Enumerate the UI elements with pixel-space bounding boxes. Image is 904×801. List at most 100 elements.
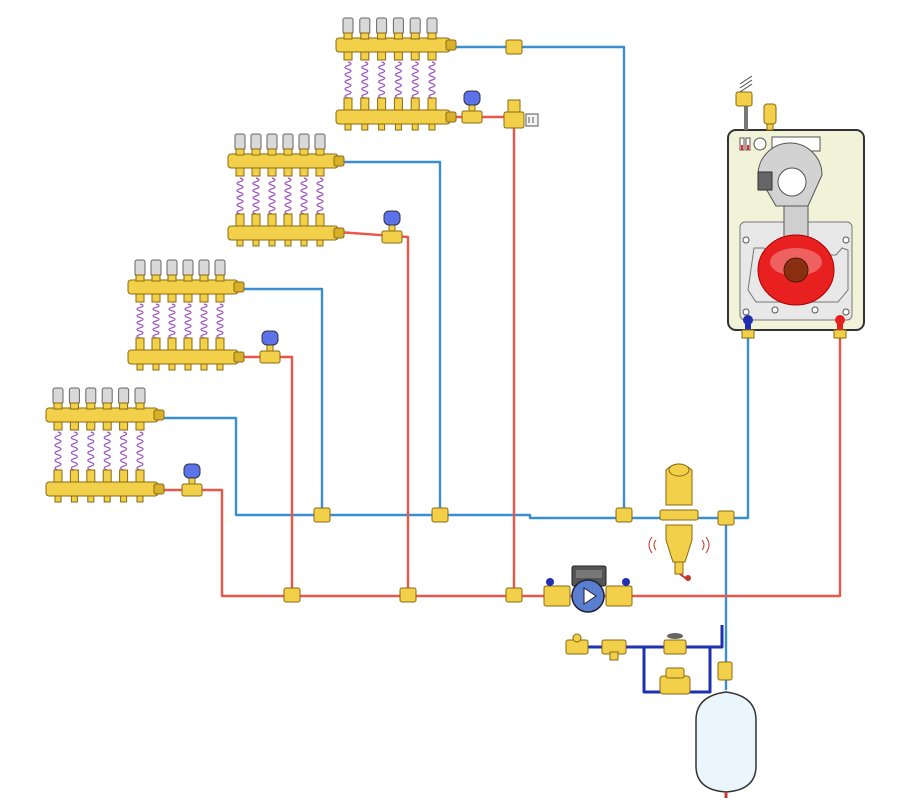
thermostatic-head-icon bbox=[426, 17, 438, 35]
heating-loop-coil bbox=[168, 303, 176, 339]
valve-body bbox=[381, 230, 403, 244]
heating-loop-coil bbox=[268, 177, 276, 215]
thermostatic-head-icon bbox=[298, 133, 310, 151]
header-end-cap bbox=[153, 409, 165, 421]
thermostatic-head-icon bbox=[342, 17, 354, 35]
flow-meter bbox=[344, 123, 352, 131]
thermostatic-head-icon bbox=[376, 17, 388, 35]
burner-motor bbox=[757, 171, 773, 191]
valve-body bbox=[135, 274, 145, 282]
return-pipe-lower-middle bbox=[238, 287, 324, 515]
flow-meter bbox=[120, 495, 128, 503]
return-pipe-upper bbox=[450, 45, 626, 515]
heating-loop-coil bbox=[120, 431, 128, 471]
valve-body bbox=[86, 402, 96, 410]
inlet-fitting bbox=[427, 97, 437, 111]
thermostatic-head-icon bbox=[409, 17, 421, 35]
three-way-mixing-valve bbox=[503, 99, 539, 129]
supply-header-bar bbox=[335, 109, 451, 125]
heating-loop-coil bbox=[103, 431, 111, 471]
header-end-cap bbox=[445, 39, 457, 51]
valve-body bbox=[427, 32, 437, 40]
outlet-fitting bbox=[427, 51, 437, 61]
supply-pipe-lower-middle bbox=[238, 355, 294, 595]
thermostatic-head-icon bbox=[52, 387, 64, 405]
actuator-icon bbox=[261, 330, 279, 346]
flow-meter bbox=[268, 239, 276, 247]
return-header-bar bbox=[227, 153, 339, 169]
valve-body bbox=[251, 148, 261, 156]
inlet-fitting bbox=[69, 469, 79, 483]
heating-loop-coil bbox=[136, 431, 144, 471]
air-vent-icon bbox=[763, 103, 777, 131]
flow-meter bbox=[103, 495, 111, 503]
tee-fitting bbox=[313, 507, 331, 523]
tee-fittings bbox=[283, 39, 735, 603]
inlet-fitting bbox=[410, 97, 420, 111]
thermostatic-head-icon bbox=[134, 259, 146, 277]
valve-body bbox=[259, 350, 281, 364]
valve-stem bbox=[188, 477, 196, 485]
flow-meter bbox=[252, 239, 260, 247]
inlet-fitting bbox=[299, 213, 309, 227]
actuator-icon bbox=[383, 210, 401, 226]
actuator-icon bbox=[183, 463, 201, 479]
outlet-fitting bbox=[343, 51, 353, 61]
thermostatic-head-icon bbox=[282, 133, 294, 151]
valve-body bbox=[461, 110, 483, 124]
inlet-fitting bbox=[283, 213, 293, 227]
thermostatic-head-icon bbox=[266, 133, 278, 151]
inlet-fitting bbox=[183, 337, 193, 351]
outlet-fitting bbox=[102, 421, 112, 431]
zone-valves bbox=[181, 90, 483, 497]
flow-meter bbox=[300, 239, 308, 247]
valve-body bbox=[343, 32, 353, 40]
thermostatic-head-icon bbox=[198, 259, 210, 277]
outlet-fitting bbox=[215, 293, 225, 303]
tee-fitting bbox=[505, 39, 523, 55]
filling-group bbox=[565, 633, 733, 695]
thermostatic-head-icon bbox=[214, 259, 226, 277]
heating-loop-coil bbox=[54, 431, 62, 471]
outlet-fitting bbox=[377, 51, 387, 61]
outlet-fitting bbox=[410, 51, 420, 61]
valve-body bbox=[235, 148, 245, 156]
outlet-fitting bbox=[135, 421, 145, 431]
flow-meter bbox=[378, 123, 386, 131]
flow-meter bbox=[184, 363, 192, 371]
valve-body bbox=[151, 274, 161, 282]
boiler bbox=[727, 75, 865, 339]
inlet-fitting bbox=[215, 337, 225, 351]
valve-body bbox=[181, 483, 203, 497]
flow-meter bbox=[200, 363, 208, 371]
thermostatic-head-icon bbox=[250, 133, 262, 151]
valve-body bbox=[315, 148, 325, 156]
flow-meter bbox=[70, 495, 78, 503]
thermostatic-head-icon bbox=[134, 387, 146, 405]
valve-body bbox=[183, 274, 193, 282]
inlet-fitting bbox=[393, 97, 403, 111]
heating-loop-coil bbox=[428, 61, 436, 99]
tee-fitting bbox=[717, 510, 735, 526]
flow-meter bbox=[411, 123, 419, 131]
return-pipe-upper-middle bbox=[338, 160, 442, 515]
heating-loop-coil bbox=[136, 303, 144, 339]
header-end-cap bbox=[333, 155, 345, 167]
zone-valve bbox=[381, 210, 403, 244]
zone-valve bbox=[181, 463, 203, 497]
valve-body bbox=[167, 274, 177, 282]
manifold-layer bbox=[45, 17, 457, 503]
outlet-fitting bbox=[393, 51, 403, 61]
pressure-reducer bbox=[659, 675, 691, 695]
heating-loop-coil bbox=[236, 177, 244, 215]
thermostatic-head-icon bbox=[68, 387, 80, 405]
outlet-fitting bbox=[53, 421, 63, 431]
outlet-fitting bbox=[251, 167, 261, 177]
heating-loop-coil bbox=[411, 61, 419, 99]
thermostatic-head-icon bbox=[118, 387, 130, 405]
thermostatic-head-icon bbox=[392, 17, 404, 35]
heating-loop-coil bbox=[316, 177, 324, 215]
flow-meter bbox=[216, 363, 224, 371]
supply-header-bar bbox=[127, 349, 239, 365]
